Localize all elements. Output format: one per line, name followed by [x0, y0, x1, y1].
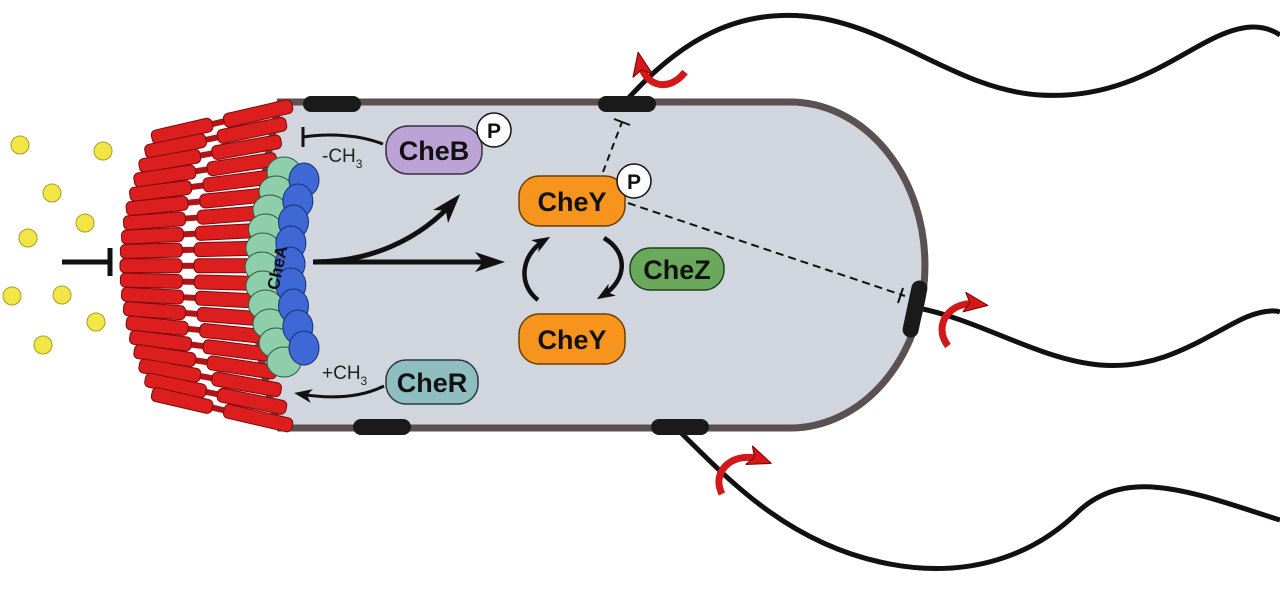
flagellar-motors	[303, 96, 928, 435]
chey-p-inhibition	[602, 118, 906, 304]
chemoreceptor	[138, 358, 282, 398]
inhibition-arrow-icon	[62, 248, 113, 276]
demethyl-label: -CH3	[322, 146, 363, 171]
flagellar-motor-icon	[902, 280, 928, 338]
ligand-dot-icon	[2, 286, 22, 306]
cher-label: CheR	[397, 368, 468, 398]
cheb-demethylation: -CH3	[301, 127, 384, 171]
rotation-arrow-icon	[640, 62, 688, 89]
chemoreceptor	[144, 116, 288, 159]
chemoreceptor	[150, 99, 294, 145]
phospho-label: P	[487, 120, 501, 143]
phospho-icon	[616, 163, 652, 199]
chemoreceptor	[125, 315, 271, 345]
ligand-dot-icon	[75, 213, 95, 233]
chey-protein: CheY	[518, 313, 626, 365]
ligand-dot-icon	[86, 312, 106, 332]
chemoreceptor	[129, 169, 274, 202]
chey-p-protein: CheY P	[518, 163, 652, 227]
ligand-dot-icon	[33, 335, 53, 355]
chez-protein: CheZ	[629, 247, 725, 291]
flagellum-top	[623, 12, 1280, 104]
ligand-dot-icon	[52, 285, 72, 305]
ligand-dot-icon	[93, 141, 113, 161]
chemoreceptor	[122, 205, 268, 231]
ligands	[2, 135, 113, 355]
chey-p-label: CheY	[537, 187, 606, 217]
chez-label: CheZ	[643, 255, 711, 285]
chea-subunit	[288, 330, 320, 366]
chemoreceptor	[120, 286, 266, 309]
flagellar-motor-icon	[651, 419, 709, 435]
flagellum-right	[917, 305, 1280, 369]
cheb-protein: CheB P	[385, 112, 512, 175]
flagella	[623, 12, 1280, 571]
signal-arrows	[312, 193, 505, 272]
chemoreceptor	[144, 372, 288, 415]
flagellar-motor-icon	[353, 419, 411, 435]
phospho-cycle	[522, 236, 624, 302]
flagellar-motor-icon	[598, 96, 656, 112]
rotation-arrow-icon	[938, 304, 978, 349]
chea-chew-baseplate	[244, 156, 320, 378]
chemoreceptor	[150, 387, 294, 433]
ligand-dot-icon	[18, 228, 38, 248]
ligand-dot-icon	[42, 183, 62, 203]
flagellar-motor-icon	[303, 96, 361, 112]
cher-protein: CheR	[385, 359, 479, 405]
flagellum-bottom	[674, 426, 1280, 571]
cheb-label: CheB	[399, 136, 470, 166]
rotation-arrow-icon	[715, 457, 762, 496]
chey-label: CheY	[537, 325, 606, 355]
cher-methylation: +CH3	[294, 363, 385, 403]
ligand-dot-icon	[10, 135, 30, 155]
dephosphorylation-arrow	[596, 236, 624, 300]
chemoreceptor	[119, 240, 265, 259]
phosphorylation-arrow	[522, 236, 551, 302]
chemoreceptor	[122, 301, 268, 327]
rotation-arrows	[640, 62, 978, 496]
phospho-icon	[476, 112, 512, 148]
chemoreceptor	[133, 344, 278, 380]
methyl-label: +CH3	[322, 363, 368, 388]
phospho-label: P	[627, 171, 641, 194]
chemoreceptor	[138, 134, 282, 173]
chemoreceptor	[125, 187, 271, 216]
chemoreceptor	[119, 258, 265, 274]
